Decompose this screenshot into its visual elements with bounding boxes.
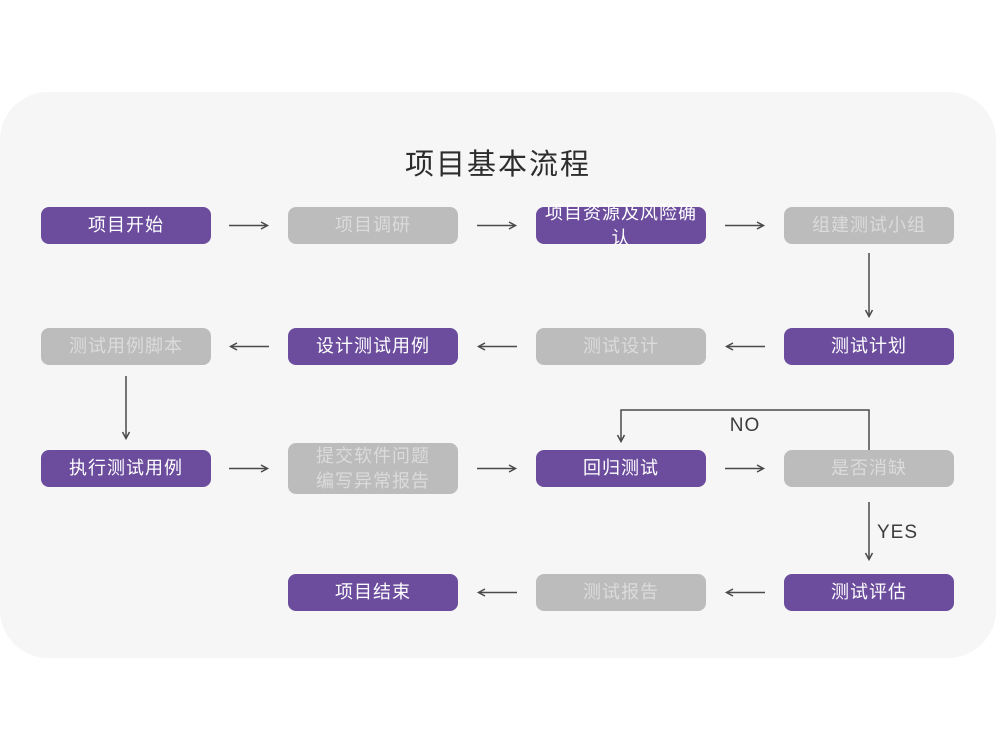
node-execute-test-cases: 执行测试用例 bbox=[41, 450, 211, 487]
node-design-test-cases: 设计测试用例 bbox=[288, 328, 458, 365]
branch-label-yes: YES bbox=[877, 522, 919, 543]
node-project-start: 项目开始 bbox=[41, 207, 211, 244]
node-test-plan: 测试计划 bbox=[784, 328, 954, 365]
node-test-evaluation: 测试评估 bbox=[784, 574, 954, 611]
node-test-case-script: 测试用例脚本 bbox=[41, 328, 211, 365]
diagram-title: 项目基本流程 bbox=[404, 149, 591, 181]
node-build-test-team: 组建测试小组 bbox=[784, 207, 954, 244]
node-defect-cleared: 是否消缺 bbox=[784, 450, 954, 487]
node-project-end: 项目结束 bbox=[288, 574, 458, 611]
branch-label-no: NO bbox=[729, 415, 761, 436]
diagram-card bbox=[0, 92, 996, 658]
node-resources-risk: 项目资源及风险确认 bbox=[536, 203, 706, 248]
node-regression-test: 回归测试 bbox=[536, 450, 706, 487]
node-submit-issue-report: 提交软件问题 编写异常报告 bbox=[288, 443, 458, 494]
node-test-report: 测试报告 bbox=[536, 574, 706, 611]
node-test-design: 测试设计 bbox=[536, 328, 706, 365]
node-project-research: 项目调研 bbox=[288, 207, 458, 244]
